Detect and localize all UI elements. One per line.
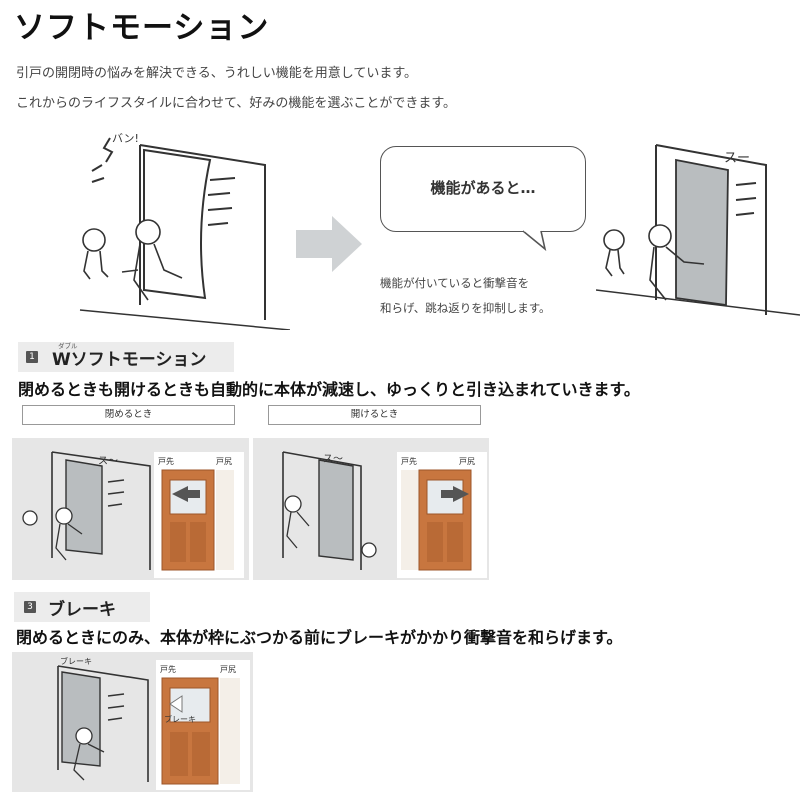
door-tag-left: 戸先 bbox=[158, 456, 174, 466]
arrow-left-icon bbox=[169, 695, 183, 713]
intro-line-1: 引戸の開閉時の悩みを解決できる、うれしい機能を用意しています。 bbox=[16, 66, 418, 81]
sfx-before: バン! bbox=[112, 132, 139, 145]
soft-close-illustration: スー bbox=[596, 144, 800, 316]
slam-illustration: バン! bbox=[79, 132, 290, 330]
section-number: 3 bbox=[24, 601, 36, 613]
section-title: Wソフトモーション bbox=[52, 350, 207, 370]
shock-lines-icon bbox=[91, 137, 114, 183]
sfx: ブレーキ bbox=[60, 656, 92, 666]
section-ruby: ダブル bbox=[58, 342, 78, 350]
sfx: ス～ bbox=[98, 456, 118, 467]
bubble-text: 機能があると… bbox=[430, 179, 536, 197]
door-tag-right: 戸尻 bbox=[216, 457, 232, 466]
intro-line-2: これからのライフスタイルに合わせて、好みの機能を選ぶことができます。 bbox=[16, 96, 457, 111]
section-title: ブレーキ bbox=[48, 600, 116, 620]
door-tag-left: 戸先 bbox=[160, 664, 176, 674]
closing-label: 閉めるとき bbox=[22, 405, 235, 425]
arrow-right-icon bbox=[453, 486, 469, 502]
bubble-tail-icon bbox=[523, 229, 547, 251]
adult-figure bbox=[648, 224, 705, 301]
section-description: 閉めるときも開けるときも自動的に本体が減速し、ゆっくりと引き込まれていきます。 bbox=[18, 380, 640, 399]
door-tag-right: 戸尻 bbox=[459, 457, 475, 466]
section-description: 閉めるときにのみ、本体が枠にぶつかる前にブレーキがかかり衝撃音を和らげます。 bbox=[16, 628, 623, 647]
arrow-left-icon bbox=[172, 486, 188, 502]
right-arrow-icon bbox=[296, 216, 362, 272]
hero-caption-1: 機能が付いていると衝撃音を bbox=[380, 276, 530, 290]
section-number: 1 bbox=[26, 351, 38, 363]
speech-bubble: 機能があると… bbox=[380, 146, 586, 251]
closing-panel: ス～ 戸先 戸尻 bbox=[12, 438, 249, 580]
hero-caption-2: 和らげ、跳ね返りを抑制します。 bbox=[380, 301, 551, 315]
door-tag-left: 戸先 bbox=[401, 456, 417, 466]
section-header: 3 ブレーキ bbox=[14, 592, 150, 622]
opening-label: 開けるとき bbox=[268, 405, 481, 425]
crying-child bbox=[82, 228, 109, 280]
section-header: 1 ダブル Wソフトモーション bbox=[18, 342, 234, 372]
page-title: ソフトモーション bbox=[14, 10, 270, 46]
door-tag-right: 戸尻 bbox=[220, 665, 236, 674]
brake-panel: ブレーキ 戸先 戸尻 ブレーキ bbox=[12, 652, 253, 792]
opening-panel: ス～ 戸先 戸尻 bbox=[253, 438, 489, 580]
brake-label: ブレーキ bbox=[164, 714, 196, 724]
sfx-after: スー bbox=[724, 151, 750, 166]
adult-figure bbox=[121, 219, 183, 301]
sfx: ス～ bbox=[323, 454, 343, 465]
happy-child bbox=[603, 229, 625, 277]
